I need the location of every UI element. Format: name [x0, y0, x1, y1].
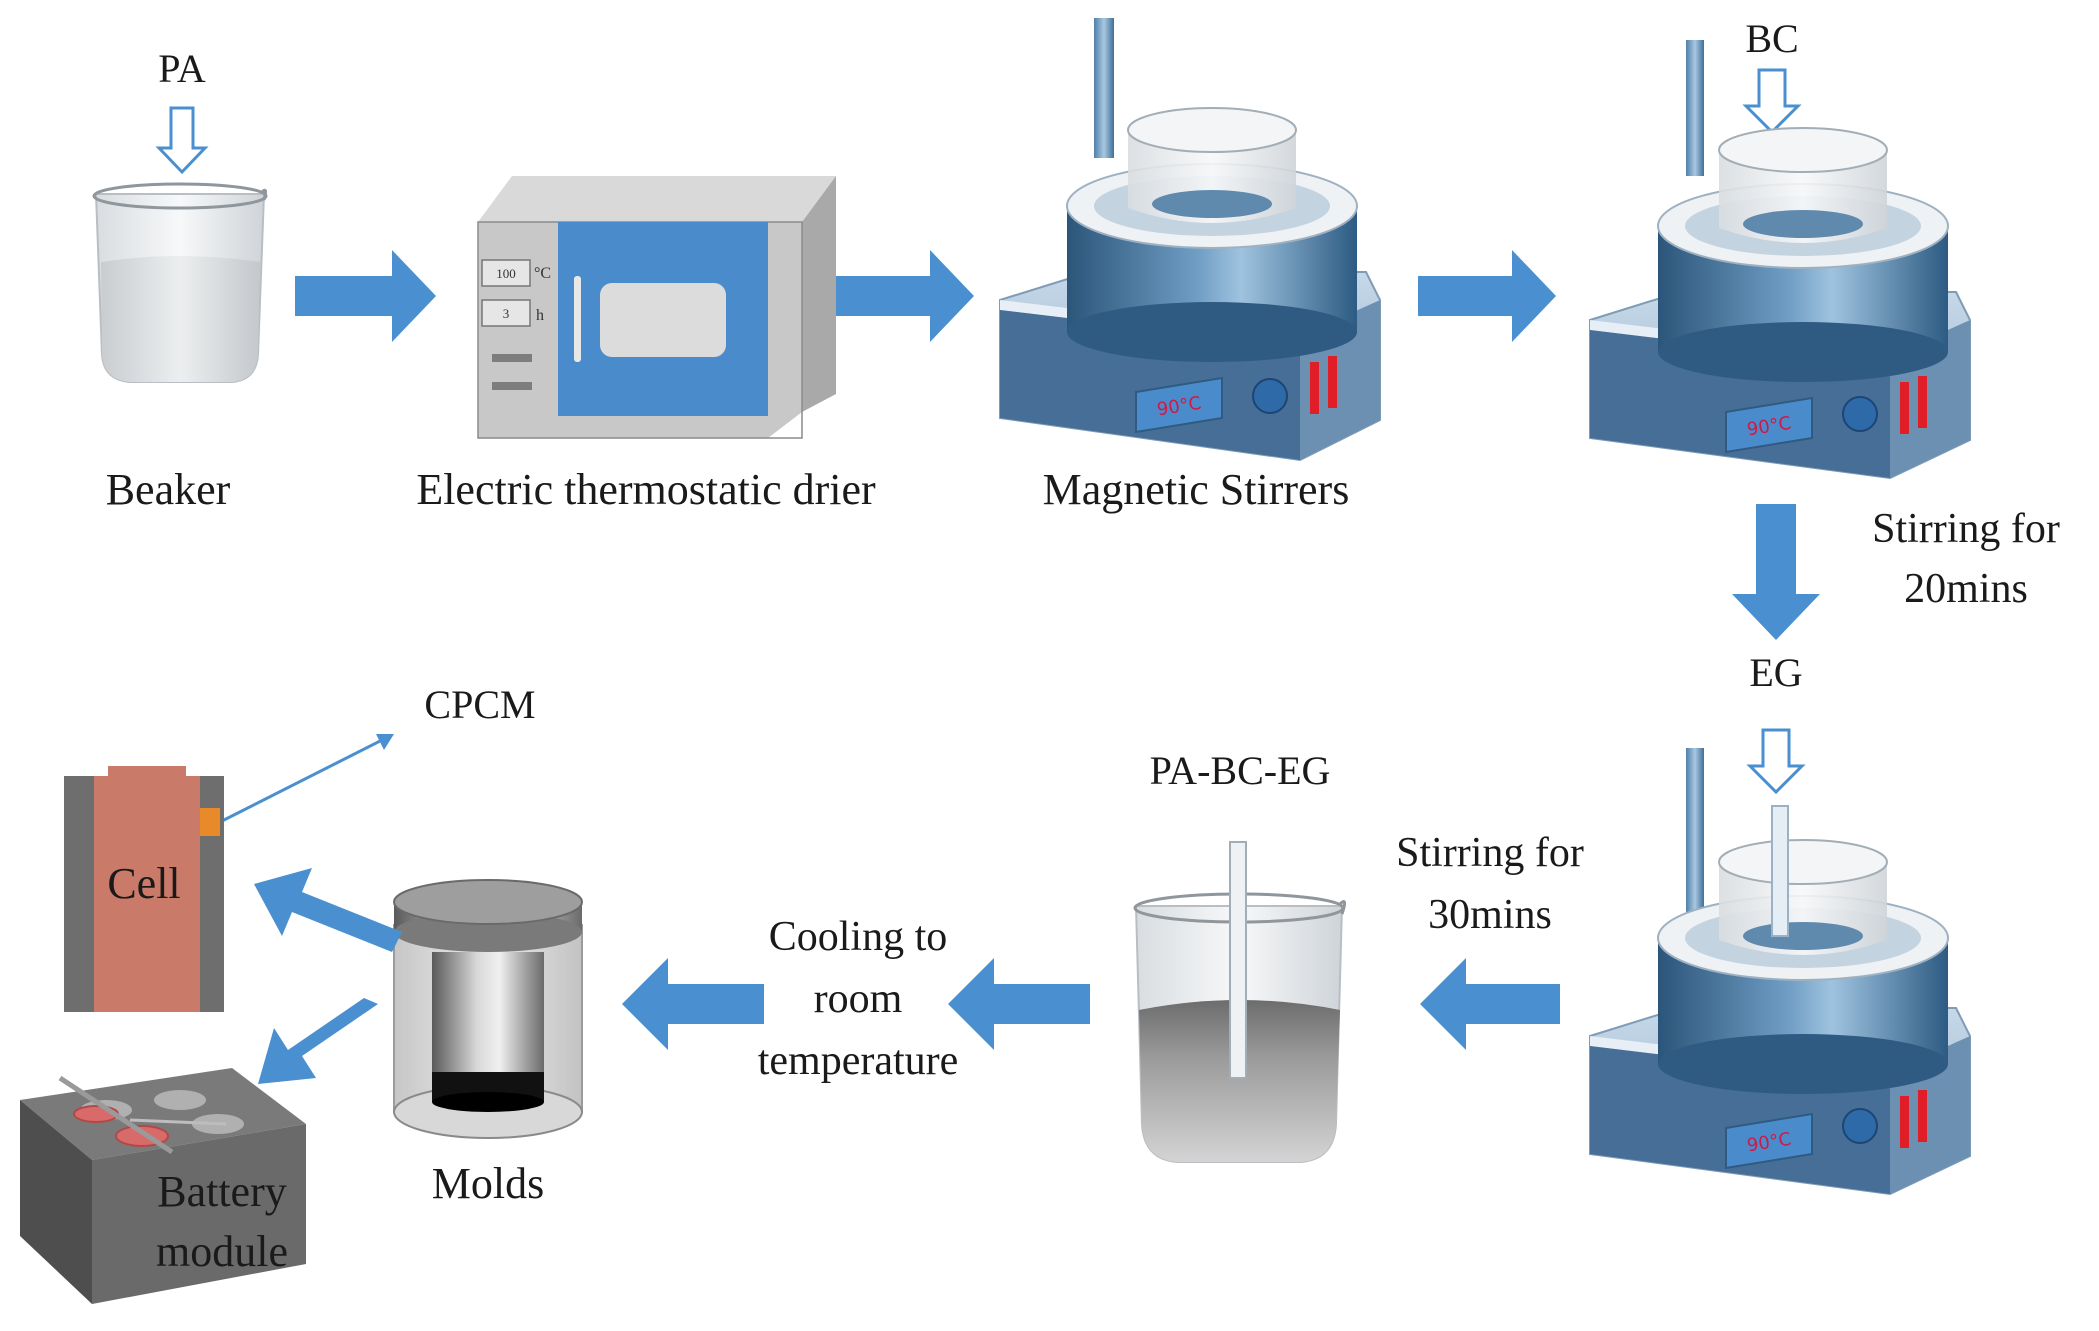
stirrer-2-group: BC 90°C [1589, 16, 1971, 480]
oven-temp-value: 100 [496, 266, 516, 281]
battery-module-icon [20, 1068, 306, 1304]
pa-bc-eg-group: PA-BC-EG [1133, 748, 1347, 1163]
flow-arrow-2 [836, 250, 974, 342]
stir-20-line-2: 20mins [1904, 566, 2028, 612]
oven-temp-unit: °C [534, 265, 551, 282]
molds-label: Molds [432, 1159, 544, 1208]
cpcm-pointer-line [219, 736, 387, 824]
cooling-line-3: temperature [758, 1038, 959, 1084]
cpcm-label: CPCM [424, 682, 535, 727]
cell-icon [64, 766, 224, 1012]
stirrer-label: Magnetic Stirrers [1043, 465, 1350, 514]
beaker-label: Beaker [106, 465, 231, 514]
magnetic-stirrer-icon: 90°C [1589, 748, 1971, 1196]
flow-arrow-4 [1732, 504, 1820, 640]
cpcm-patch [200, 808, 220, 836]
beaker-icon [92, 182, 268, 383]
magnetic-stirrer-icon: 90°C [999, 18, 1381, 462]
pa-input-arrow [155, 106, 209, 175]
battery-label-line-1: Battery [157, 1167, 287, 1216]
cell-label: Cell [107, 859, 180, 908]
bc-input-arrow [1742, 68, 1802, 135]
flow-arrow-1 [295, 250, 436, 342]
oven-group: 100 °C 3 h Electric thermostatic drier [416, 176, 876, 514]
eg-label: EG [1749, 650, 1802, 695]
pa-bc-eg-label: PA-BC-EG [1150, 748, 1331, 793]
oven-time-value: 3 [503, 306, 510, 321]
stirrer-1-group: 90°C Magnetic Stirrers [999, 18, 1381, 514]
stir-30-line-2: 30mins [1428, 892, 1552, 938]
eg-input-arrow [1746, 728, 1806, 795]
flow-arrow-to-battery [258, 998, 378, 1084]
oven-time-unit: h [536, 307, 544, 324]
battery-module-group: Battery module [20, 1068, 306, 1304]
oven-icon: 100 °C 3 h [477, 176, 836, 439]
flow-arrow-3 [1418, 250, 1556, 342]
battery-label-line-2: module [156, 1227, 288, 1276]
cooling-line-1: Cooling to [769, 914, 948, 960]
stirrer-3-group: EG 90°C [1589, 650, 1971, 1196]
flow-arrow-5 [1420, 958, 1560, 1050]
molds-group: Molds [393, 879, 583, 1208]
flow-arrow-7 [622, 958, 764, 1050]
cpcm-pointer-head [376, 734, 394, 750]
stir-30-line-1: Stirring for [1396, 830, 1584, 876]
flow-arrow-to-cell [254, 868, 402, 952]
composite-beaker-icon [1133, 841, 1347, 1163]
beaker-group: PA Beaker [92, 46, 268, 514]
pa-label: PA [158, 46, 206, 91]
magnetic-stirrer-icon: 90°C [1589, 40, 1971, 480]
oven-label: Electric thermostatic drier [416, 465, 876, 514]
cooling-line-2: room [814, 976, 903, 1022]
mold-icon [393, 879, 583, 1139]
cell-group: CPCM Cell [64, 682, 536, 1012]
stir-20-line-1: Stirring for [1872, 506, 2060, 552]
flow-arrow-6 [948, 958, 1090, 1050]
bc-label: BC [1745, 16, 1798, 61]
